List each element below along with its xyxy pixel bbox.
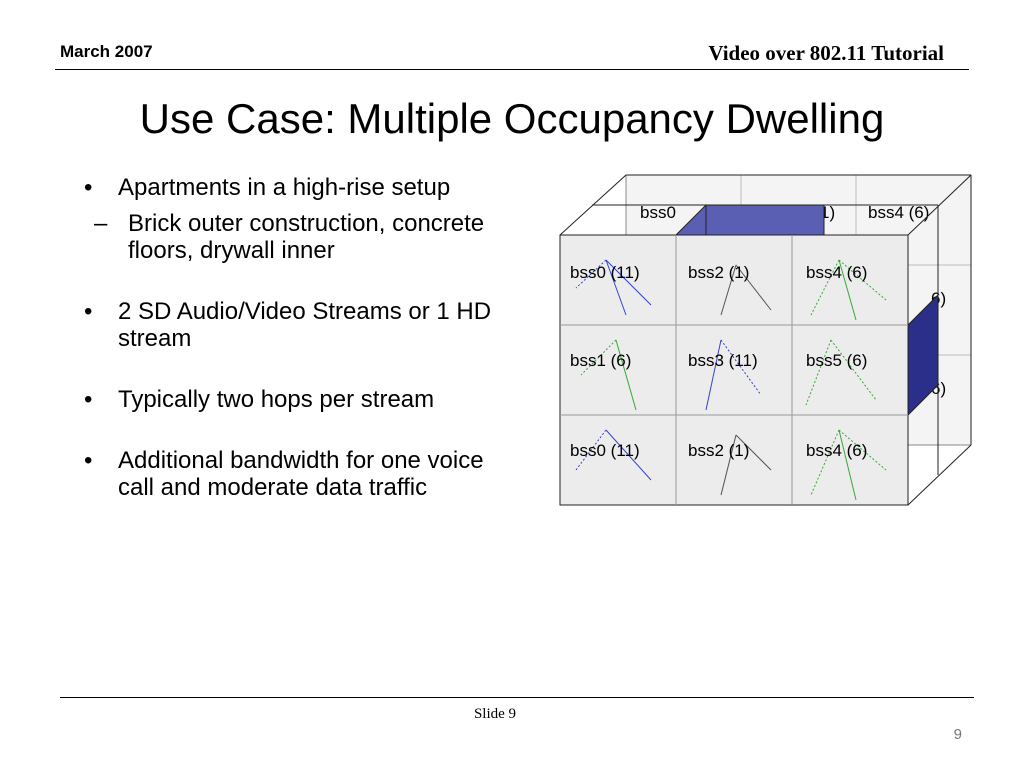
footer-slide-label: Slide 9 [473,706,517,722]
bullet-glyph: • [84,174,93,201]
bullet-text: Additional bandwidth for one voice call … [118,447,484,501]
sub-bullet-glyph: – [94,210,108,237]
bss-label: bss1 (6) [570,351,631,370]
bullet-item: • Typically two hops per stream [84,386,504,413]
footer-rule [60,697,974,698]
bss-label: bss3 (11) [688,351,758,370]
bullet-item: • Apartments in a high-rise setup [84,174,504,201]
bullet-glyph: • [84,386,93,413]
bullet-item: • 2 SD Audio/Video Streams or 1 HD strea… [84,298,504,352]
bss-label: bss2 (1) [688,441,749,460]
bss-label: bss0 (11) [570,441,640,460]
header-title: Video over 802.11 Tutorial [708,41,944,65]
bullet-list: • Apartments in a high-rise setup – Bric… [84,174,504,501]
box-edges [559,174,972,506]
topology-lines [575,259,887,501]
front-face: bss0 (11) bss2 (1) bss4 (6) bss1 (6) bss… [559,234,909,506]
header-date: March 2007 [60,42,153,61]
bullet-glyph: • [84,447,93,474]
sub-bullet-text: Brick outer construction, concrete floor… [128,210,485,264]
bullet-glyph: • [84,298,93,325]
bullet-text: Apartments in a high-rise setup [118,174,451,201]
bullet-item: • Additional bandwidth for one voice cal… [84,447,504,501]
sub-bullet-item: – Brick outer construction, concrete flo… [84,210,504,264]
bullet-text: 2 SD Audio/Video Streams or 1 HD stream [118,298,492,352]
building-network-diagram: bss0 1) bss4 (6) 6) 6) [559,174,972,506]
bullet-text: Typically two hops per stream [118,386,435,413]
bss-label: bss4 (6) [806,263,867,282]
bss-label: bss4 (6) [806,441,867,460]
highlight-room-wall [705,204,825,236]
header-rule [55,69,969,70]
bss-label: bss2 (1) [688,263,749,282]
bss-label: bss5 (6) [806,351,867,370]
slide-title: Use Case: Multiple Occupancy Dwelling [139,95,885,142]
bss-label: bss0 (11) [570,263,640,282]
back-label: bss0 [640,203,676,222]
back-label: bss4 (6) [868,203,929,222]
page-number: 9 [953,726,962,743]
